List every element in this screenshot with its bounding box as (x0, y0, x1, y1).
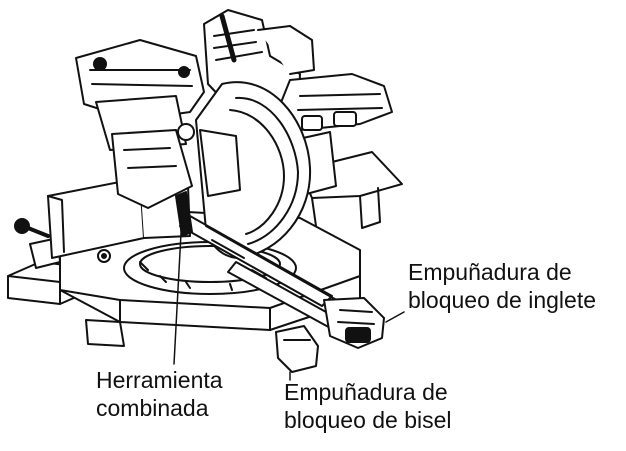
leader-lines (173, 195, 405, 381)
bevel-lock-label-line1: Empuñadura de (284, 379, 448, 405)
bevel-lock-handle (275, 325, 319, 373)
bevel-pivot (111, 129, 193, 209)
miter-lock-handle (323, 297, 385, 349)
fence-lock-knob (14, 218, 50, 238)
combination-tool (175, 191, 193, 237)
combination-tool-label-line2: combinada (96, 395, 209, 421)
blade-guard (195, 81, 312, 259)
combination-tool-label-line1: Herramienta (96, 367, 223, 393)
bevel-lock-label-line2: bloqueo de bisel (284, 407, 452, 433)
left-fence (47, 177, 191, 259)
miter-lock-label-line2: bloqueo de inglete (408, 287, 596, 313)
miter-lock-handle-label: Empuñadura de bloqueo de inglete (408, 258, 596, 314)
combination-tool-label: Herramienta combinada (96, 366, 223, 422)
bevel-lock-handle-label: Empuñadura de bloqueo de bisel (284, 378, 452, 434)
miter-rail (179, 215, 345, 331)
miter-lock-label-line1: Empuñadura de (408, 259, 572, 285)
